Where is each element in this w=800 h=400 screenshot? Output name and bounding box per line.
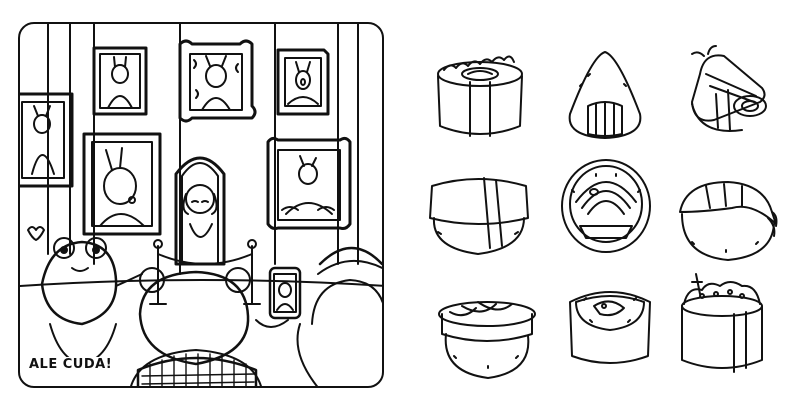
tamago-nigiri-icon bbox=[429, 177, 529, 255]
museum-scene-illustration bbox=[20, 24, 382, 386]
ebi-nigiri-icon bbox=[679, 181, 778, 261]
caption-text: ALE CUDA! bbox=[26, 357, 116, 372]
bunny-wall-left-painting bbox=[20, 92, 74, 188]
scream-bunny-painting bbox=[276, 48, 330, 116]
pearl-earring-painting bbox=[82, 132, 162, 236]
puppy-statue-display bbox=[174, 156, 226, 266]
bunny-portrait-painting bbox=[92, 46, 148, 116]
salmon-nigiri-icon bbox=[438, 301, 536, 379]
futomaki-cut-icon bbox=[561, 159, 651, 253]
checkered-scarf bbox=[136, 353, 258, 386]
bear-character bbox=[130, 267, 262, 386]
birth-of-venus-painting bbox=[266, 136, 352, 230]
phone-with-photo bbox=[268, 266, 302, 320]
hosomaki-shrimp-icon bbox=[569, 291, 651, 364]
sushi-grid bbox=[410, 22, 790, 388]
ornate-frame-painting bbox=[178, 39, 257, 123]
onigiri-icon bbox=[568, 51, 642, 139]
museum-scene-panel: ALE CUDA! bbox=[18, 22, 384, 388]
floor-line bbox=[20, 279, 382, 287]
maki-roll-icon bbox=[437, 55, 523, 137]
person-with-hat bbox=[255, 246, 382, 386]
gunkan-roe-icon bbox=[681, 273, 763, 373]
frog-character bbox=[27, 226, 143, 365]
shrimp-nigiri-wrapped-icon bbox=[691, 45, 767, 132]
